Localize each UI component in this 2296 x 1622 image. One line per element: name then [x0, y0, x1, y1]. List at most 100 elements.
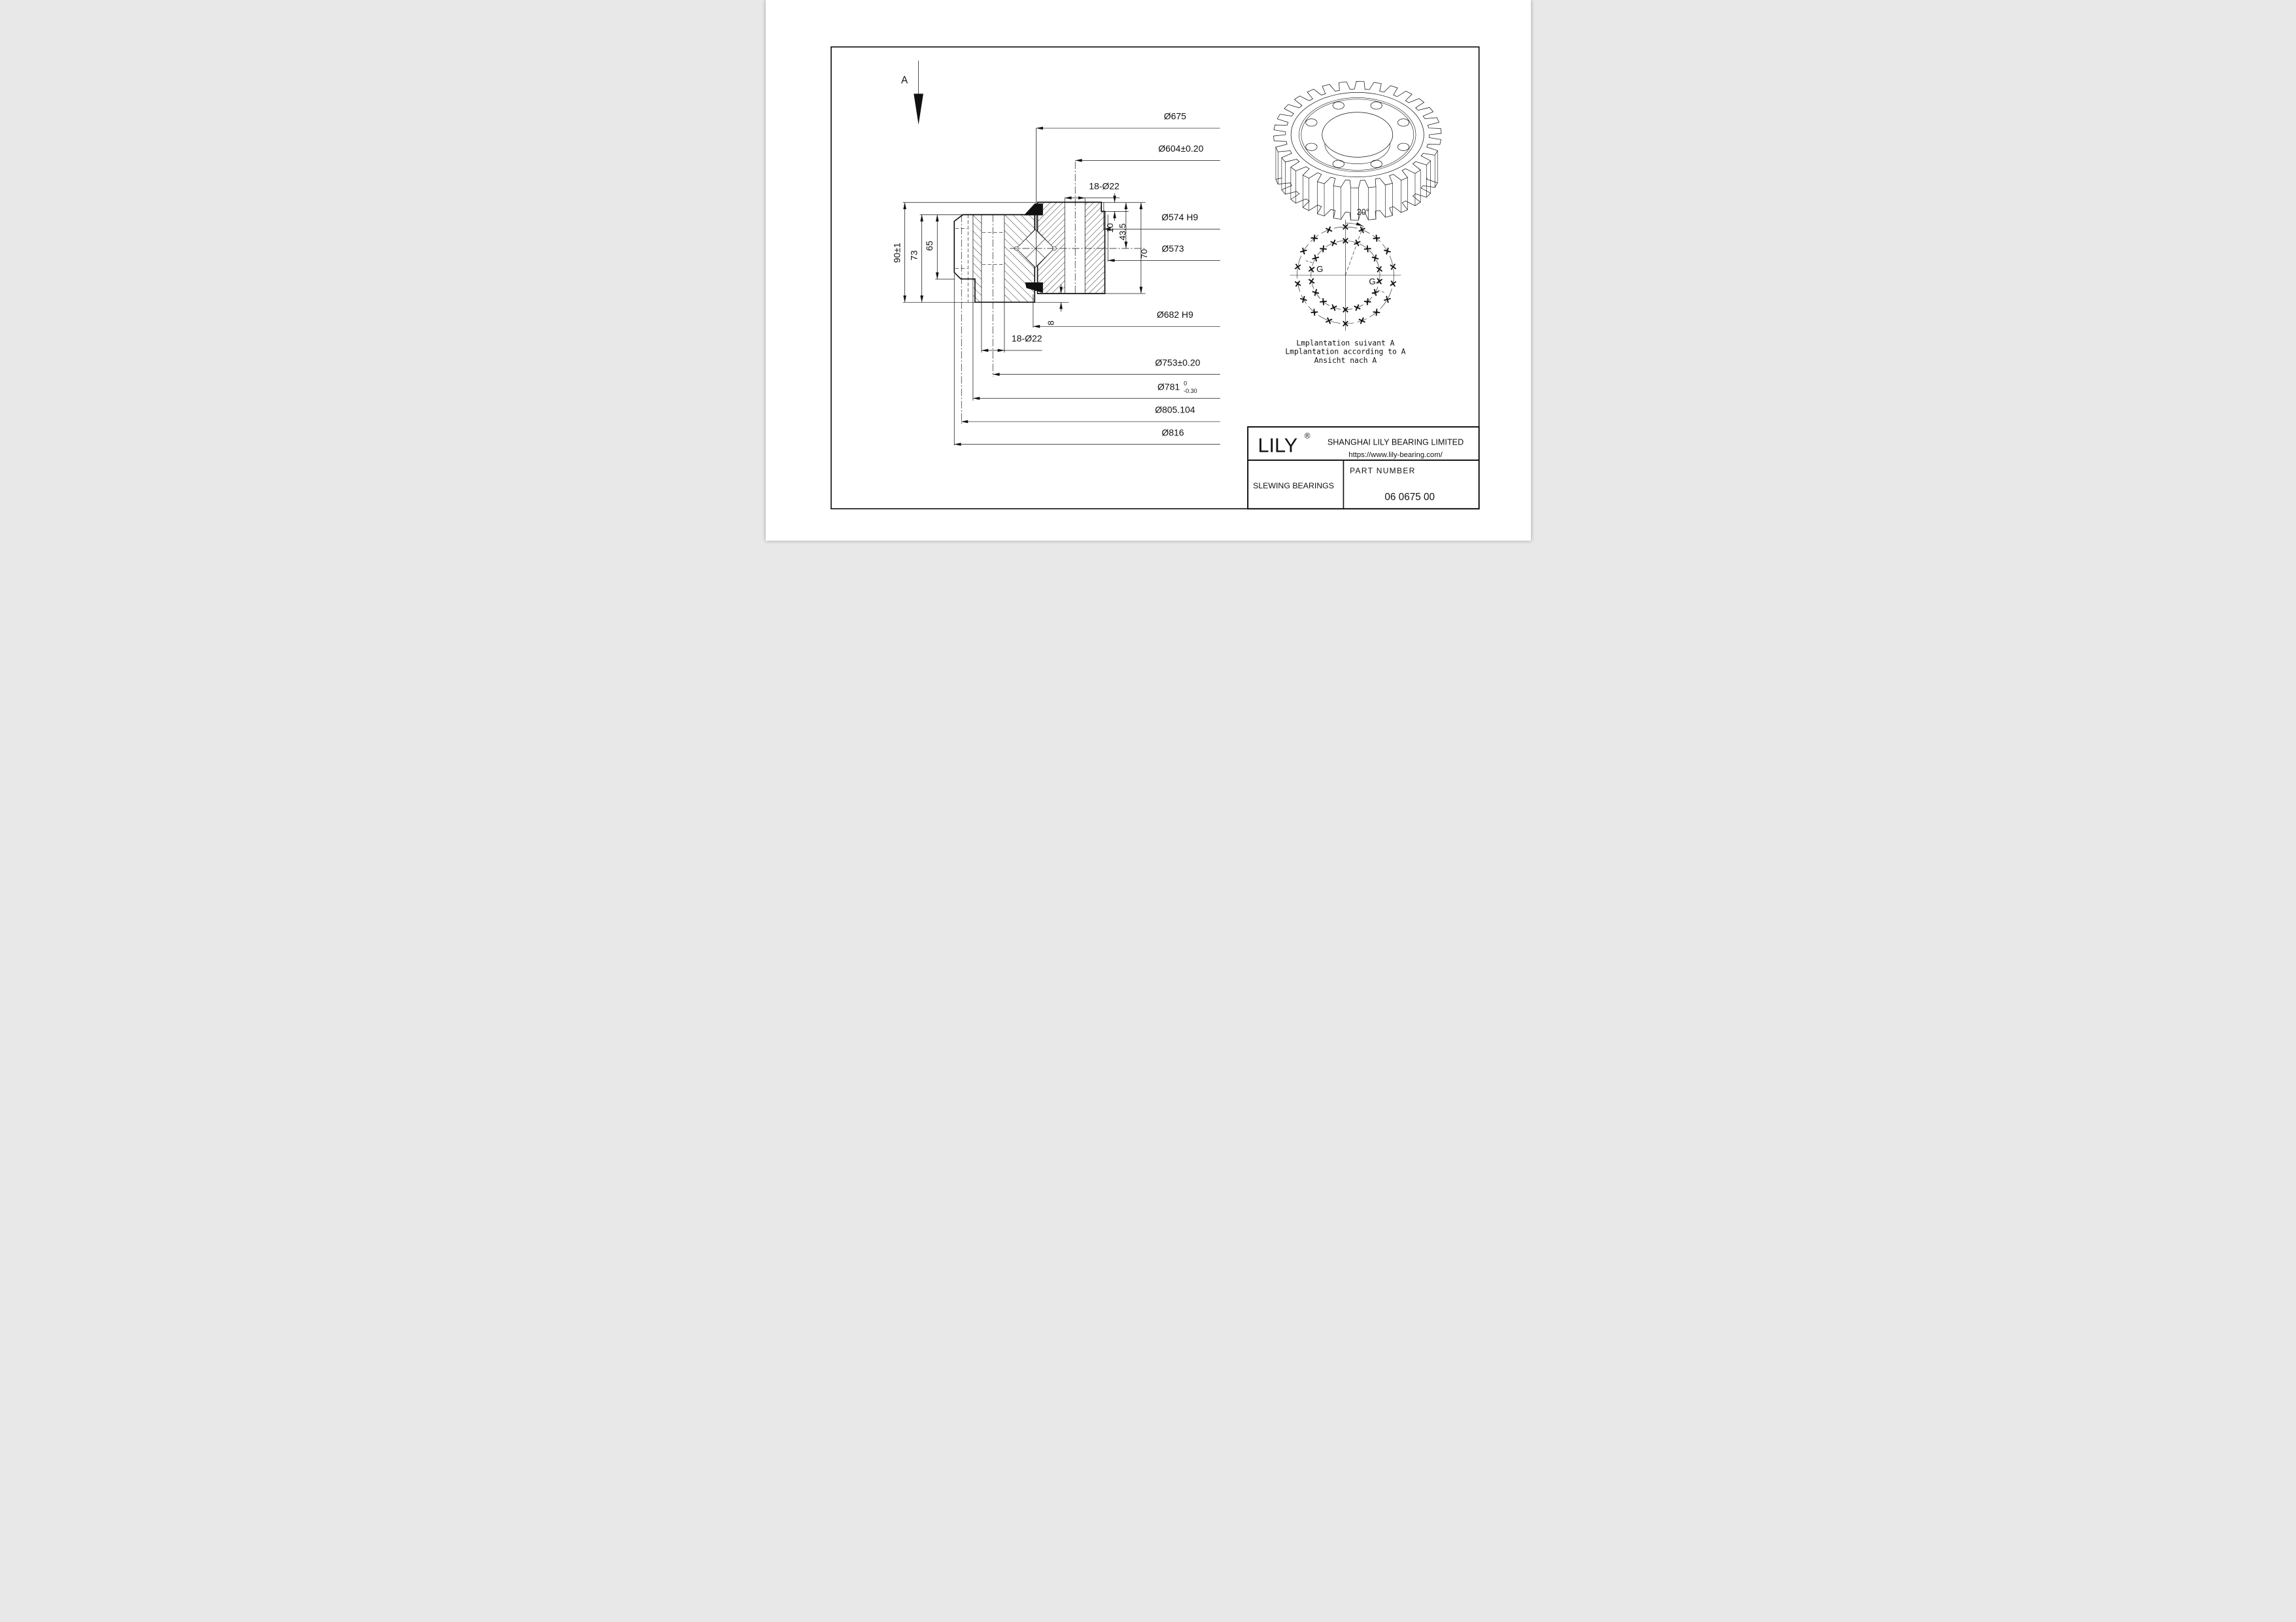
title-block: LILY ® SHANGHAI LILY BEARING LIMITED htt… [1246, 426, 1480, 510]
bolt-hole-x-mark [1299, 249, 1307, 253]
view-a-arrow-icon [913, 93, 923, 125]
bolt-hole-x-mark [1373, 254, 1377, 262]
company-name: SHANGHAI LILY BEARING LIMITED [1327, 438, 1463, 447]
dim-18-22-bottom: 18-Ø22 [981, 333, 1042, 352]
svg-text:Lmplantation according to A: Lmplantation according to A [1285, 347, 1405, 356]
bolt-hole-x-mark [1319, 248, 1327, 250]
bolt-hole-x-mark [1342, 307, 1348, 313]
bolt-hole-x-mark [1363, 300, 1371, 303]
dim-816: Ø816 [953, 427, 1220, 446]
dim-753: Ø753±0.20 [992, 357, 1220, 376]
bolt-hole-x-mark [1325, 228, 1332, 232]
gear-rim-bottom [1275, 178, 1438, 221]
bolt-hole-x-mark [1376, 265, 1382, 273]
gear-raceway-edge [1300, 99, 1414, 171]
view-a-label: A [900, 75, 908, 86]
svg-text:43.5: 43.5 [1117, 224, 1127, 241]
bolt-hole-x-mark [1342, 224, 1348, 230]
outer-ring-hatch [1037, 202, 1105, 294]
bolt-hole-x-mark [1326, 317, 1331, 324]
gear-teeth-sides [1275, 147, 1438, 221]
part-number-value: 06 0675 00 [1384, 492, 1435, 503]
bolt-hole-x-mark [1342, 237, 1348, 244]
dim-573: Ø573 [1107, 243, 1220, 262]
bottom-seal [1025, 282, 1043, 293]
svg-text:G: G [1369, 277, 1375, 286]
svg-text:20°: 20° [1356, 207, 1369, 216]
bolt-hole-x-mark [1308, 267, 1314, 272]
svg-text:Ø682 H9: Ø682 H9 [1156, 309, 1193, 320]
bolt-hole-x-mark [1311, 256, 1319, 260]
gear-3d-view [1273, 81, 1441, 221]
dim-73: 73 [908, 214, 923, 303]
gear-bore [1321, 112, 1393, 158]
dim-574: Ø574 H9 [1103, 212, 1220, 231]
bolt-hole-x-mark [1383, 297, 1391, 301]
dimensions-right: 10 43.5 70 8 [1046, 193, 1149, 326]
svg-text:Ansicht nach A: Ansicht nach A [1314, 356, 1377, 365]
bolt-pattern-view: 20° G G Lmplantation suivant A Lmplantat… [1285, 207, 1405, 365]
dim-70: 70 [1139, 202, 1149, 294]
bolt-hole-x-mark [1331, 304, 1335, 311]
svg-text:10: 10 [1105, 223, 1115, 233]
cross-section [953, 161, 1146, 424]
bolt-hole-x-mark [1358, 318, 1365, 323]
bolt-hole-x-mark [1314, 288, 1317, 296]
svg-text:0: 0 [1184, 380, 1187, 386]
svg-text:Ø675: Ø675 [1163, 111, 1186, 122]
bolt-hole-x-mark [1342, 320, 1348, 327]
bolt-hole-x-mark [1309, 278, 1314, 285]
bolt-hole-x-mark [1360, 226, 1364, 233]
g-labels: G G [1305, 260, 1385, 293]
company-website: https://www.lily-bearing.com/ [1348, 451, 1443, 459]
drawing-page: A [765, 0, 1531, 541]
bolt-hole-x-mark [1375, 279, 1382, 284]
bolt-hole-x-mark [1353, 305, 1361, 310]
dim-90: 90±1 [891, 202, 906, 303]
bolt-hole-x-mark [1385, 247, 1389, 255]
dim-781: Ø781 0 -0.30 [972, 380, 1220, 400]
bolt-hole-x-mark [1375, 234, 1377, 242]
dim-65: 65 [923, 214, 939, 280]
svg-text:90±1: 90±1 [891, 243, 902, 263]
drawing-sheet: A [830, 46, 1480, 510]
dimensions-bottom: Ø682 H9 18-Ø22 Ø753±0.20 Ø781 0 -0.30 Ø8… [953, 309, 1220, 446]
dimensions-left: 90±1 73 65 [891, 202, 939, 303]
svg-text:Ø816: Ø816 [1161, 427, 1184, 437]
svg-text:G: G [1316, 264, 1323, 274]
centerlines [961, 161, 1146, 424]
inner-ring-hatch [972, 214, 1035, 303]
dim-805: Ø805.104 [961, 405, 1220, 424]
bolt-hole-x-mark [1301, 296, 1305, 303]
svg-text:8: 8 [1046, 320, 1055, 325]
svg-text:73: 73 [908, 250, 919, 261]
svg-text:Ø781: Ø781 [1157, 382, 1179, 392]
dim-10: 10 [1105, 193, 1116, 233]
dim-43-5: 43.5 [1117, 202, 1127, 249]
svg-text:65: 65 [923, 241, 934, 251]
svg-text:Ø753±0.20: Ø753±0.20 [1155, 357, 1200, 367]
bolt-hole-x-mark [1322, 297, 1324, 305]
registered-mark-icon: ® [1304, 431, 1310, 441]
top-seal [1023, 203, 1043, 216]
svg-text:18-Ø22: 18-Ø22 [1011, 333, 1042, 344]
gear-bolt-holes [1305, 101, 1409, 168]
bolt-hole-x-mark [1310, 237, 1318, 239]
svg-text:Ø805.104: Ø805.104 [1155, 405, 1195, 415]
product-type: SLEWING BEARINGS [1253, 481, 1334, 490]
view-a-indicator: A [900, 60, 923, 125]
gear-bore-inner-arc [1324, 143, 1390, 164]
bolt-hole-marks [1294, 224, 1396, 327]
bolt-hole-x-mark [1373, 311, 1380, 314]
dimensions-top: Ø675 Ø604±0.20 18-Ø22 Ø574 H9 Ø573 [1035, 111, 1220, 262]
svg-text:Lmplantation suivant A: Lmplantation suivant A [1296, 338, 1394, 347]
dim-675: Ø675 [1035, 111, 1220, 130]
svg-text:-0.30: -0.30 [1184, 388, 1197, 394]
svg-text:Ø604±0.20: Ø604±0.20 [1158, 143, 1203, 154]
bolt-hole-x-mark [1371, 291, 1379, 294]
view-captions: Lmplantation suivant A Lmplantation acco… [1285, 338, 1405, 365]
svg-text:70: 70 [1139, 249, 1149, 259]
bolt-hole-x-mark [1389, 281, 1396, 286]
bolt-hole-x-mark [1390, 263, 1396, 271]
bolt-hole-x-mark [1295, 280, 1300, 287]
